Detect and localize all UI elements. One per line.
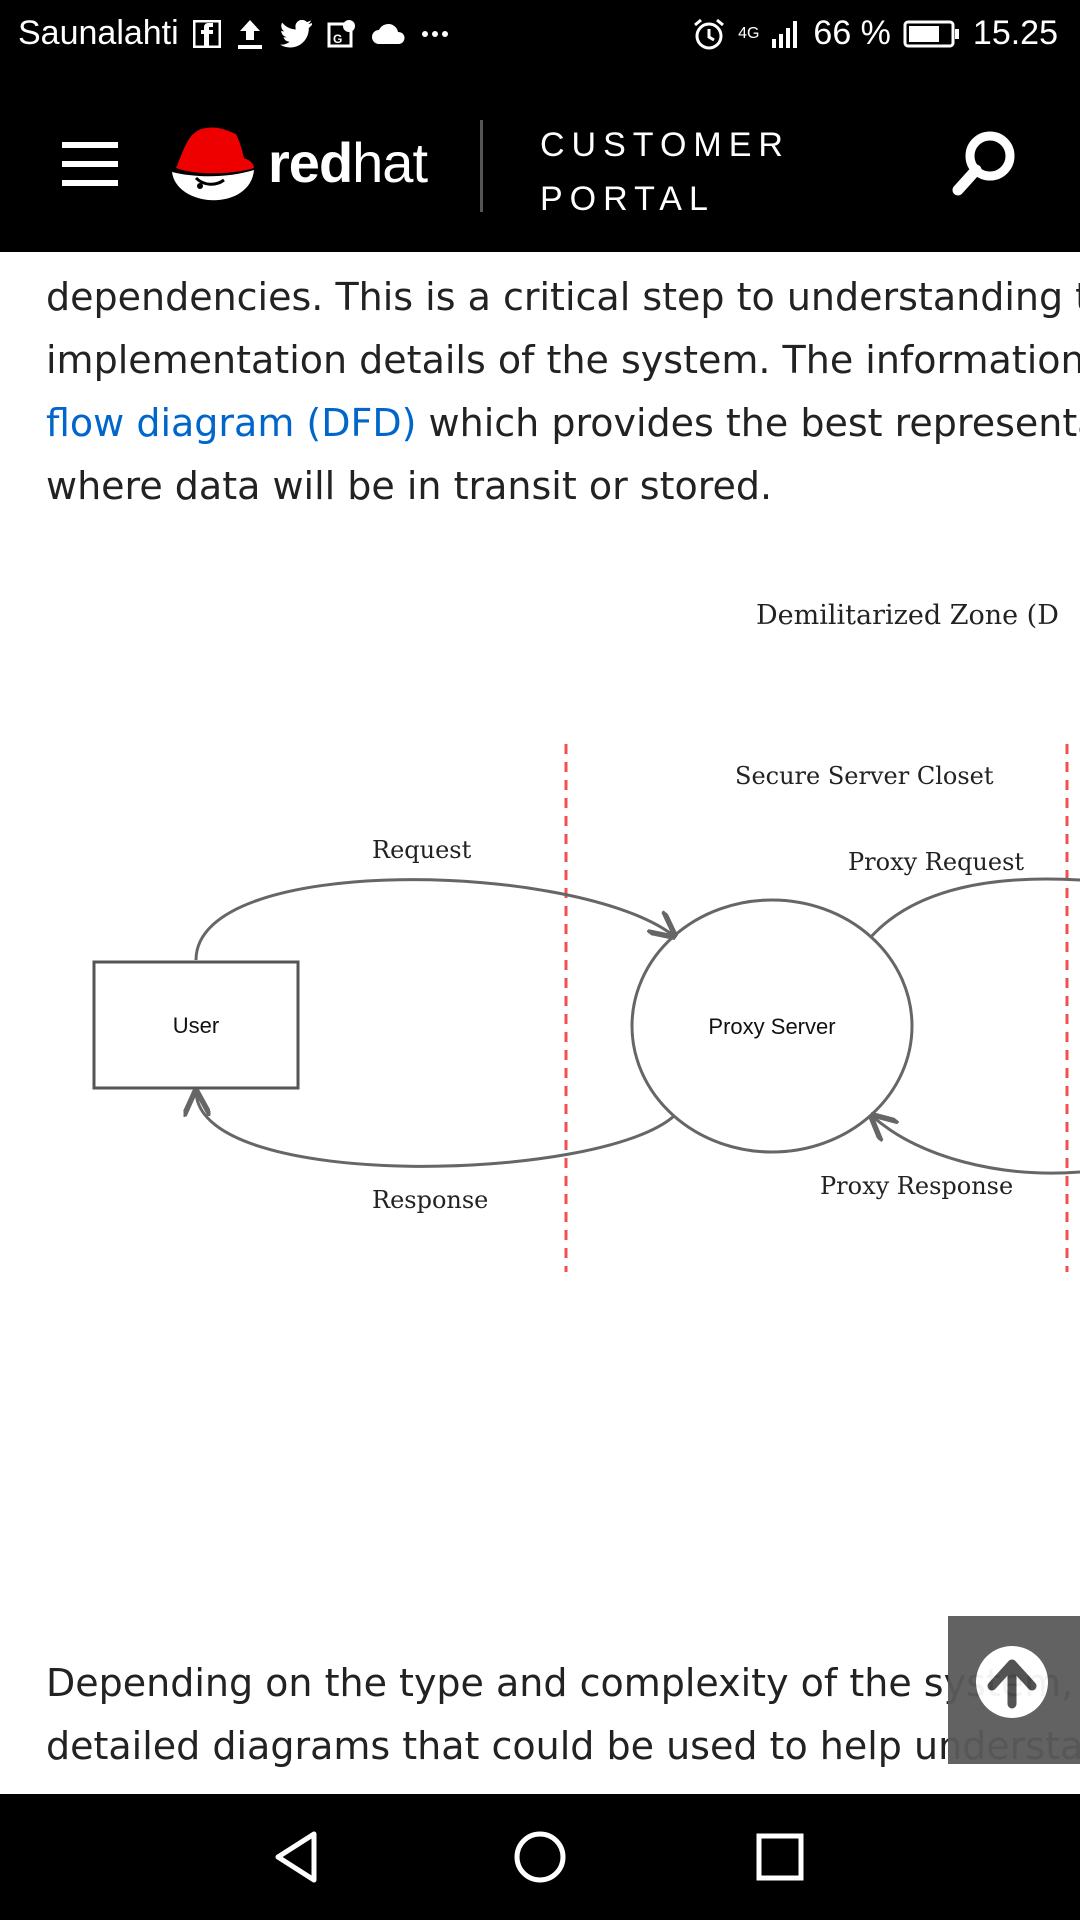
status-left: Saunalahti G xyxy=(18,14,449,53)
svg-text:G: G xyxy=(333,32,342,46)
notification-icons: G xyxy=(192,18,449,50)
user-label: User xyxy=(173,1013,219,1038)
system-nav-bar xyxy=(0,1794,1080,1920)
secure-closet-label: Secure Server Closet xyxy=(735,762,994,790)
brand-wordmark[interactable]: redhat xyxy=(268,130,428,195)
brand-light: hat xyxy=(352,131,428,194)
text-line: dependencies. This is a critical step to… xyxy=(46,275,1080,319)
text-line: flow diagram (DFD) which provides the be… xyxy=(46,392,1080,455)
text-line: Depending on the type and complexity of … xyxy=(46,1661,1080,1705)
article-content: dependencies. This is a critical step to… xyxy=(0,252,1080,1794)
scroll-to-top-button[interactable] xyxy=(948,1616,1080,1764)
response-label: Response xyxy=(372,1186,488,1214)
more-icon xyxy=(421,30,448,37)
proxy-request-flow xyxy=(868,877,1080,939)
header-divider xyxy=(480,120,483,212)
proxy-response-label: Proxy Response xyxy=(820,1172,1013,1200)
text-line-rest: which provides the best representat xyxy=(416,401,1080,445)
home-icon[interactable] xyxy=(505,1822,575,1892)
data-flow-diagram: Demilitarized Zone (D Secure Server Clos… xyxy=(92,600,1080,1272)
text-line: implementation details of the system. Th… xyxy=(46,338,1080,382)
site-header: redhat CUSTOMER PORTAL xyxy=(0,76,1080,252)
maps-icon: G xyxy=(327,19,355,47)
carrier-name: Saunalahti xyxy=(18,14,179,52)
portal-line2: PORTAL xyxy=(540,180,715,218)
article-paragraph-intro: dependencies. This is a critical step to… xyxy=(46,266,1080,518)
network-type: 4G xyxy=(738,24,760,42)
back-icon[interactable] xyxy=(264,1822,334,1892)
customer-portal-title[interactable]: CUSTOMER PORTAL xyxy=(540,118,790,226)
twitter-icon xyxy=(279,19,312,47)
request-flow xyxy=(194,878,674,961)
dmz-zone-label: Demilitarized Zone (D xyxy=(756,600,1059,631)
portal-line1: CUSTOMER xyxy=(540,126,790,164)
menu-icon[interactable] xyxy=(62,142,118,186)
recents-icon[interactable] xyxy=(745,1822,815,1892)
user-entity xyxy=(92,960,300,1090)
proxy-request-label: Proxy Request xyxy=(848,848,1024,876)
alarm-icon xyxy=(694,18,725,49)
proxy-response-flow xyxy=(872,1116,1080,1175)
dfd-link[interactable]: flow diagram (DFD) xyxy=(46,401,417,445)
status-right: 4G 66 % 15.25 xyxy=(692,14,1058,53)
article-paragraph-followup: Depending on the type and complexity of … xyxy=(46,1652,1080,1778)
brand-bold: red xyxy=(268,131,353,194)
status-bar: Saunalahti G 4G 66 % 15.25 xyxy=(0,0,1080,76)
cloud-icon xyxy=(371,23,405,44)
proxy-server-process xyxy=(630,898,914,1154)
clock-time: 15.25 xyxy=(972,14,1058,52)
text-line: detailed diagrams that could be used to … xyxy=(46,1724,1080,1768)
proxy-label: Proxy Server xyxy=(708,1014,835,1039)
signal-icon xyxy=(772,20,798,48)
upload-icon xyxy=(237,19,262,49)
search-icon[interactable] xyxy=(950,128,1020,198)
request-label: Request xyxy=(372,836,472,864)
arrow-up-icon xyxy=(987,1659,1037,1709)
text-line: where data will be in transit or stored. xyxy=(46,464,773,508)
battery-icon xyxy=(903,20,959,47)
response-flow xyxy=(196,1092,675,1168)
facebook-icon xyxy=(192,19,221,48)
redhat-logo-icon[interactable] xyxy=(166,120,256,204)
battery-percent: 66 % xyxy=(813,14,891,52)
